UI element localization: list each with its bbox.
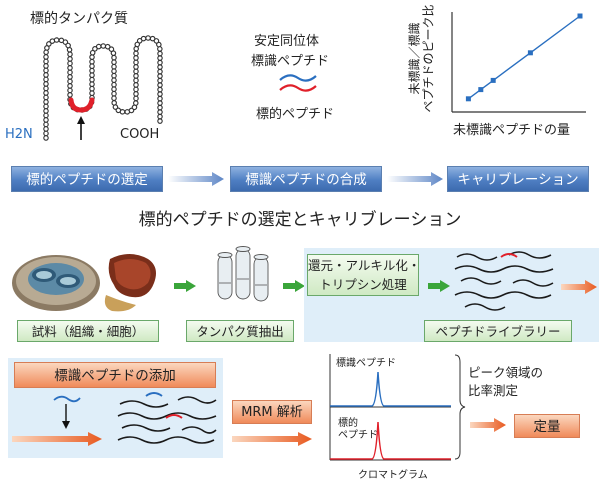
calibration-point xyxy=(490,77,496,83)
graph-y-label-inner: ペプチドのピーク比 xyxy=(420,5,436,115)
green-arrow-2 xyxy=(283,280,305,292)
calibration-line xyxy=(467,15,581,100)
chromatogram xyxy=(329,354,451,461)
mrm-analysis-box: MRM 解析 xyxy=(232,400,312,424)
chrom-target-line1: 標的 xyxy=(338,418,358,429)
step-arrow-1 xyxy=(168,172,224,186)
step-synthesize-labeled: 標識ペプチドの合成 xyxy=(230,166,382,192)
chrom-target-label: 標的 ペプチド xyxy=(338,418,378,442)
spiked-mixture-image xyxy=(117,392,217,444)
legend-target-peptide: 標的ペプチド xyxy=(256,107,335,122)
step-calibration: キャリブレーション xyxy=(447,166,589,192)
green-arrow-3 xyxy=(428,280,450,292)
green-arrow-1 xyxy=(174,280,196,292)
protein-title: 標的タンパク質 xyxy=(30,11,128,27)
calibration-point xyxy=(577,13,583,19)
orange-arrow-2 xyxy=(12,432,102,446)
add-labeled-peptide-box: 標識ペプチドの添加 xyxy=(14,362,216,388)
graph-x-label: 未標識ペプチドの量 xyxy=(453,123,571,138)
library-label: ペプチドライブラリー xyxy=(424,320,572,342)
sample-label: 試料（組織・細胞） xyxy=(17,320,159,342)
section-title: 標的ペプチドの選定とキャリブレーション xyxy=(138,210,462,230)
legend-labeled-peptide: 標識ペプチド xyxy=(251,54,330,69)
calibration-chart xyxy=(451,12,586,113)
chrom-target-line2: ペプチド xyxy=(338,430,378,441)
graph-y-label-line2: ペプチドのピーク比 xyxy=(421,4,436,113)
test-tubes-image xyxy=(217,246,269,302)
c-terminus-label: COOH xyxy=(120,127,160,142)
labeled-peak-trace xyxy=(330,371,451,407)
n-terminus-label: H2N xyxy=(5,127,33,142)
tissue-sample-image xyxy=(12,254,156,312)
step-select-target: 標的ペプチドの選定 xyxy=(11,166,163,192)
calibration-point xyxy=(465,96,471,102)
step-arrow-2 xyxy=(387,172,443,186)
spike-in-arrow xyxy=(53,395,81,429)
calibration-point xyxy=(527,50,533,56)
orange-arrow-4 xyxy=(470,418,506,432)
ratio-line1: ピーク領域の xyxy=(468,365,544,380)
protein-chain xyxy=(43,35,163,141)
orange-arrow-1 xyxy=(561,280,597,294)
chromatogram-caption: クロマトグラム xyxy=(358,470,428,481)
peptide-library-image xyxy=(454,251,554,311)
chrom-labeled-label: 標識ペプチド xyxy=(336,358,396,369)
ratio-measure-label: ピーク領域の 比率測定 xyxy=(468,364,543,400)
process-box: 還元・アルキル化・ トリプシン処理 xyxy=(307,254,421,296)
process-line2: トリプシン処理 xyxy=(319,277,407,292)
ratio-line2: 比率測定 xyxy=(468,383,519,398)
legend-isotope-label: 安定同位体 xyxy=(254,34,320,49)
orange-arrow-3 xyxy=(232,432,312,446)
process-line1: 還元・アルキル化・ xyxy=(308,258,421,273)
graph-y-label-outer: 未標識／標識 xyxy=(404,5,422,115)
extract-label: タンパク質抽出 xyxy=(186,320,294,342)
quantification-box: 定量 xyxy=(514,414,580,438)
target-peak-trace xyxy=(330,421,451,460)
brace xyxy=(454,354,466,460)
legend-peptide-icon xyxy=(279,74,317,92)
calibration-point xyxy=(478,87,484,93)
